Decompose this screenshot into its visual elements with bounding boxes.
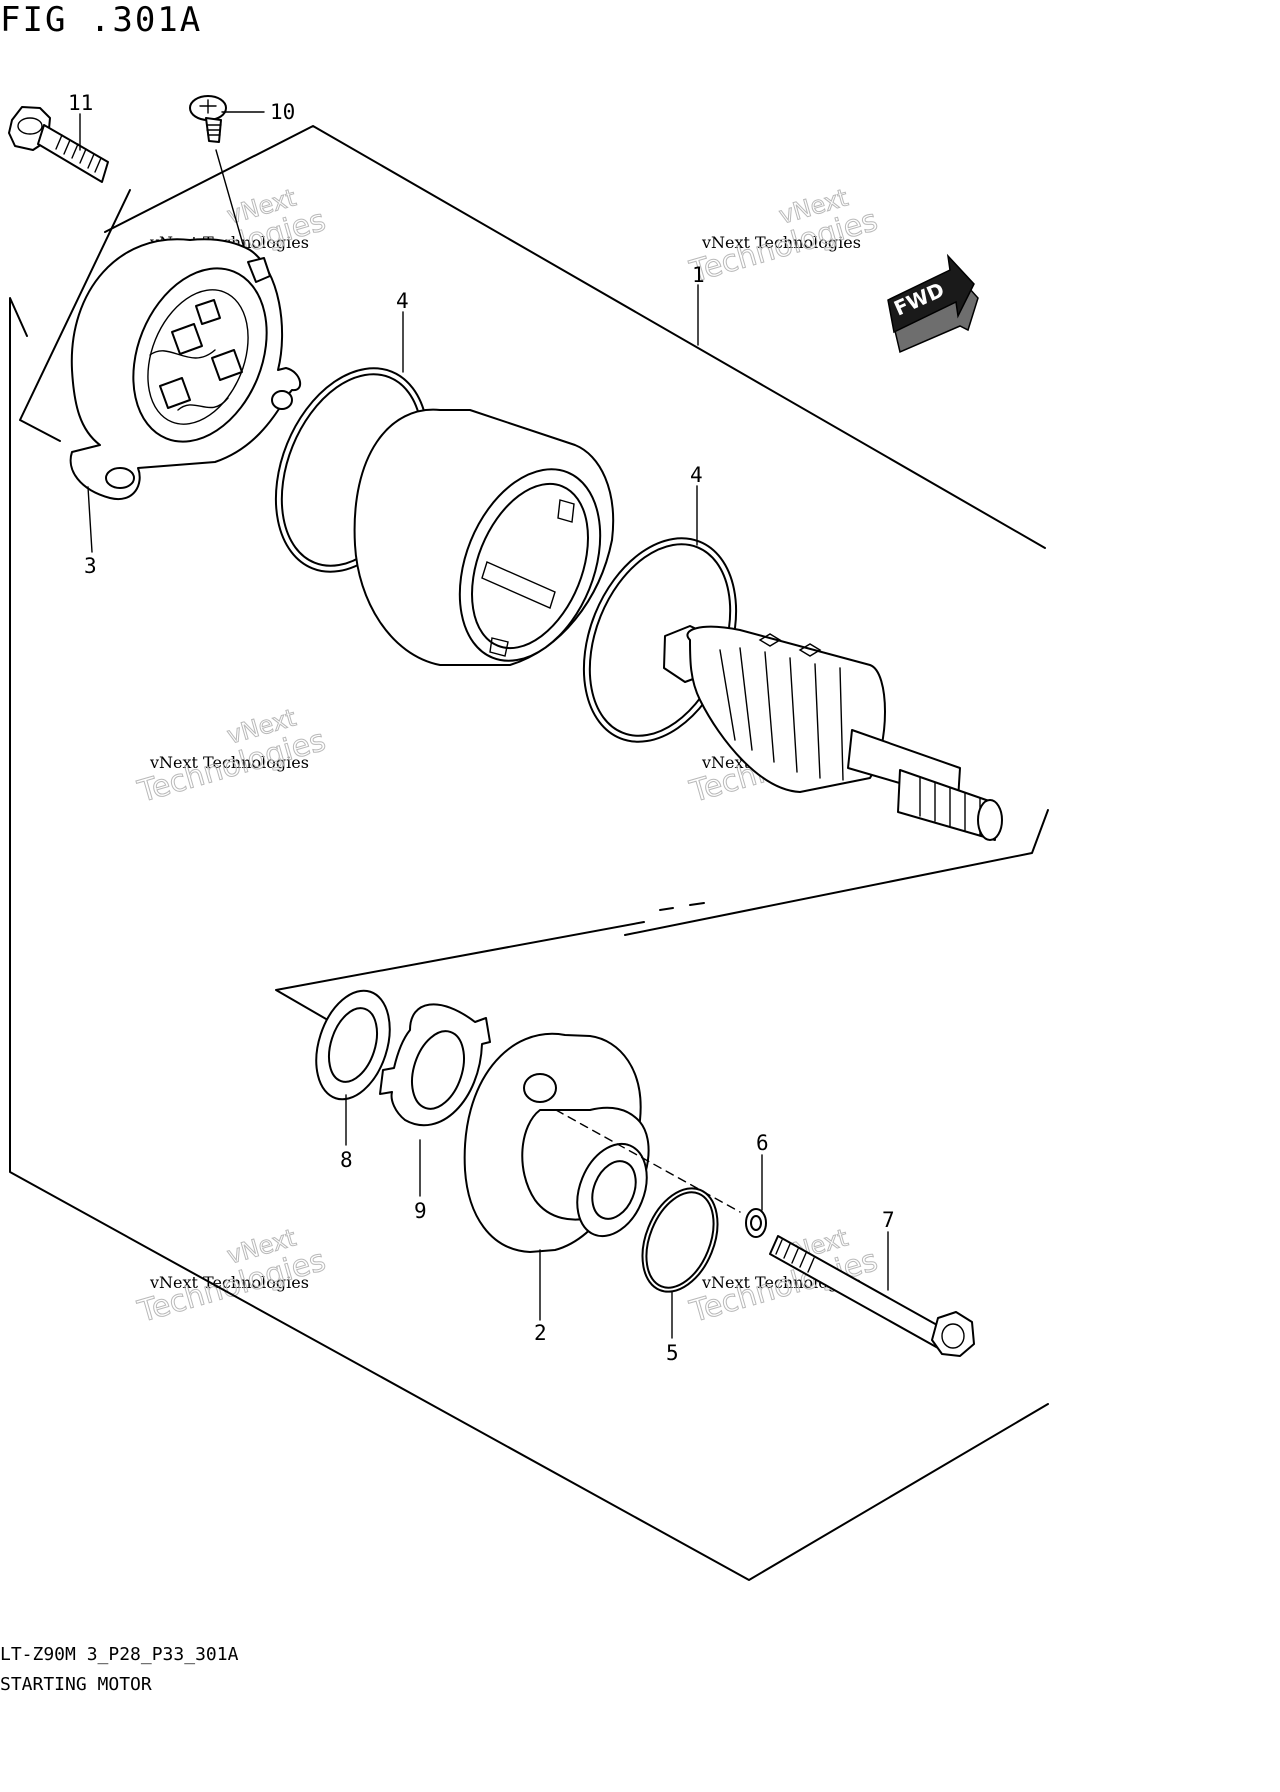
callouts: 11 10 1 3 4 4 6 7 8 9 2 5 (68, 91, 895, 1365)
part-2-front-bracket (463, 1032, 741, 1253)
part-7-through-bolt (769, 1235, 975, 1357)
callout-4-lower: 4 (690, 463, 703, 487)
outline-top-edge (104, 125, 1046, 549)
watermark: vNext Technologies vNext Technologies (685, 183, 882, 290)
callout-9: 9 (414, 1199, 427, 1223)
callout-7: 7 (882, 1208, 895, 1232)
screw-cross-slot (199, 99, 217, 114)
callout-4-upper: 4 (396, 289, 409, 313)
screw-thread (206, 124, 222, 136)
lock-washer-body (379, 1003, 491, 1127)
through-bolt-head (931, 1311, 975, 1357)
leader-3 (87, 486, 93, 553)
yoke-front-opening (471, 482, 589, 650)
yoke-front-rim (458, 468, 602, 662)
housing-mount-hole (105, 467, 135, 489)
motor-yoke (353, 408, 615, 666)
callout-6: 6 (756, 1131, 769, 1155)
housing-inner-ring (147, 289, 249, 425)
o-ring-inner (645, 1191, 715, 1289)
armature (663, 625, 1003, 841)
brush-a (171, 323, 203, 355)
housing-opening (132, 267, 268, 443)
figure-name: STARTING MOTOR (0, 1674, 152, 1695)
callout-11: 11 (68, 91, 93, 115)
housing-body (69, 238, 302, 501)
bolt-shank (37, 124, 109, 183)
brush-d (195, 299, 221, 325)
figure-title: FIG .301A (0, 0, 202, 40)
brush-c (159, 377, 191, 409)
pinion-end (977, 799, 1003, 841)
bolt-thread (55, 134, 102, 173)
armature-core (686, 625, 886, 793)
bolt-head-face (17, 117, 43, 135)
watermark-company: vNext Technologies (149, 753, 309, 772)
watermark: vNext Technologies vNext Technologies (133, 1223, 330, 1330)
washer-inner (328, 1007, 378, 1083)
housing-mount-hole (271, 390, 293, 410)
fwd-arrow-body (887, 253, 975, 334)
yoke-magnets (489, 499, 575, 657)
brush-b (211, 349, 243, 381)
part-9-lock-washer (379, 1003, 491, 1127)
outline-dash (689, 902, 705, 906)
outline-dash (659, 907, 674, 911)
lock-washer-hole (411, 1030, 465, 1110)
bracket-bearing-housing (576, 1142, 648, 1238)
watermark: vNext Technologies vNext Technologies (133, 703, 330, 810)
part-10-screw (189, 95, 249, 263)
part-11-bolt (8, 106, 109, 183)
brush-springs (149, 349, 229, 411)
small-washer-hole (750, 1215, 762, 1231)
terminal-tab (247, 257, 271, 283)
armature-slots (758, 633, 822, 657)
o-ring-outer (641, 1187, 719, 1293)
screw-leader (215, 149, 249, 263)
leader-lines (79, 111, 889, 1339)
bracket-bearing-bore (591, 1160, 637, 1220)
armature-windings (719, 647, 844, 781)
outline-bolt-leader (19, 189, 131, 442)
outline-mid-edge (624, 809, 1049, 936)
part-5-o-ring (641, 1187, 719, 1293)
callout-5: 5 (666, 1341, 679, 1365)
outline-outer-edge (9, 297, 1049, 1581)
watermark-company: vNext Technologies (149, 1273, 309, 1292)
spline-teeth (919, 777, 981, 837)
yoke-magnet-slot (481, 561, 556, 609)
callout-10: 10 (270, 100, 295, 124)
watermark-company: vNext Technologies (701, 233, 861, 252)
through-bolt-head-face (941, 1323, 965, 1349)
callout-3: 3 (84, 554, 97, 578)
bracket-flange-hole (523, 1073, 557, 1103)
part-6-washer (745, 1208, 767, 1238)
washer-outer (315, 989, 391, 1101)
fwd-arrow-icon: FWD (887, 253, 979, 354)
callout-1: 1 (692, 263, 705, 287)
through-bolt-thread (775, 1239, 815, 1273)
part-8-washer (315, 989, 391, 1101)
callout-2: 2 (534, 1321, 547, 1345)
figure-code: LT-Z90M 3_P28_P33_301A (0, 1644, 239, 1665)
small-washer (745, 1208, 767, 1238)
part-3-brush-housing (69, 238, 302, 501)
callout-8: 8 (340, 1148, 353, 1172)
armature-spline (897, 769, 996, 841)
